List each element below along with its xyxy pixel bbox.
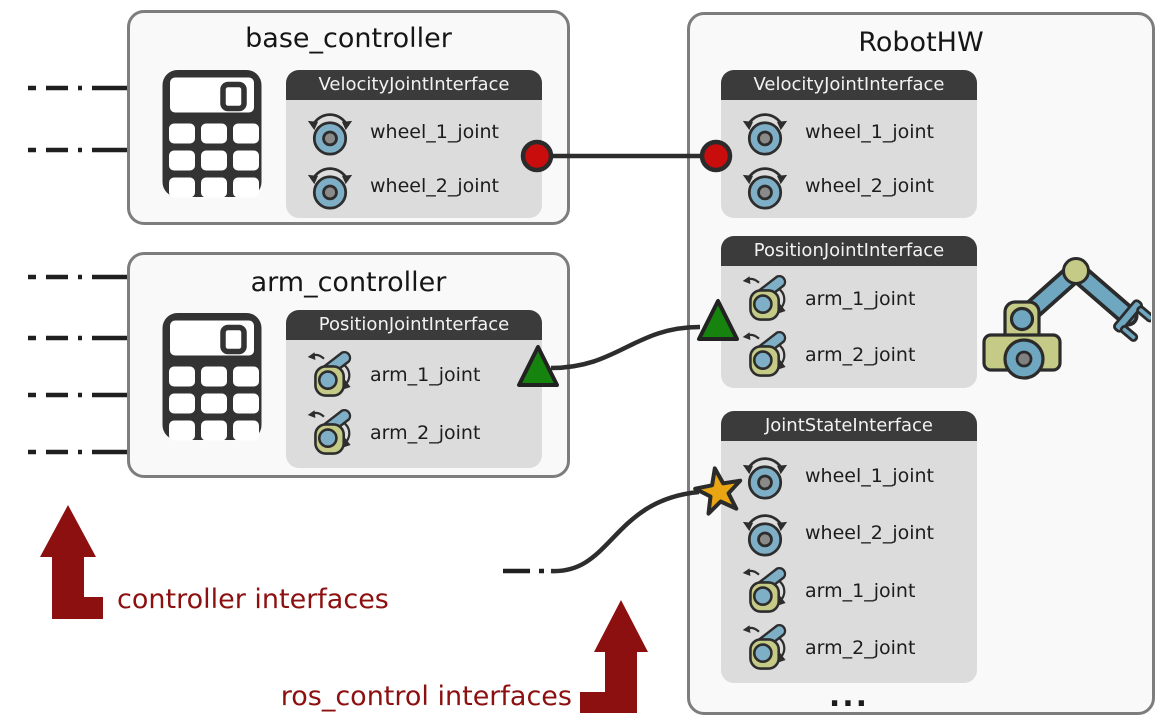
joint-label: arm_2_joint [805, 637, 916, 660]
interface-title: VelocityJointInterface [286, 70, 542, 100]
joint-row: wheel_1_joint [306, 107, 536, 157]
joint-row: arm_2_joint [306, 408, 536, 458]
interface-title: JointStateInterface [721, 411, 977, 441]
joint-row: wheel_1_joint [741, 107, 971, 157]
joint-label: wheel_1_joint [370, 120, 500, 143]
joint-row: wheel_2_joint [306, 161, 536, 211]
joint-row: arm_1_joint [741, 274, 971, 324]
ros-control-interfaces-arrow [580, 600, 648, 713]
wheel-joint-icon [741, 107, 789, 157]
position-connector-line [550, 324, 701, 371]
wheel-joint-icon [741, 451, 789, 501]
robot-arm-icon [981, 256, 1151, 386]
joint-row: wheel_1_joint [741, 451, 971, 501]
joint-label: wheel_2_joint [805, 175, 935, 198]
joint-label: arm_1_joint [805, 579, 916, 602]
wheel-joint-icon [306, 161, 354, 211]
wheel-joint-icon [741, 508, 789, 558]
joint-label: wheel_2_joint [805, 522, 935, 545]
arm-joint-icon [306, 350, 354, 400]
dashed-input-lines [28, 85, 127, 455]
interface-title: VelocityJointInterface [721, 70, 977, 100]
arm-controller-title: arm_controller [250, 267, 447, 298]
joint-row: arm_2_joint [741, 623, 971, 673]
more-interfaces-ellipsis: ... [828, 679, 870, 714]
arm-position-interface: PositionJointInterface arm_1_joint arm_2… [286, 310, 542, 468]
controller-calculator-icon [161, 68, 263, 199]
arm-joint-icon [741, 566, 789, 616]
base-controller-title: base_controller [245, 23, 452, 54]
joint-row: wheel_2_joint [741, 508, 971, 558]
robothw-box: RobotHW VelocityJointInterface wheel_1_j… [687, 12, 1155, 715]
state-connector-line [550, 489, 700, 574]
arm-joint-icon [306, 408, 354, 458]
joint-label: wheel_1_joint [805, 464, 935, 487]
joint-label: arm_2_joint [805, 344, 916, 366]
base-velocity-interface: VelocityJointInterface wheel_1_joint whe… [286, 70, 542, 218]
hw-jointstate-interface: JointStateInterface wheel_1_joint wheel_… [721, 411, 977, 683]
ros-control-interfaces-label: ros_control interfaces [280, 681, 572, 712]
joint-row: arm_1_joint [306, 350, 536, 400]
interface-title: PositionJointInterface [286, 310, 542, 340]
joint-row: arm_1_joint [741, 566, 971, 616]
joint-label: arm_1_joint [805, 288, 916, 310]
hw-position-interface: PositionJointInterface arm_1_joint arm_2… [721, 236, 977, 388]
wheel-joint-icon [741, 161, 789, 211]
controller-interfaces-label: controller interfaces [117, 584, 389, 615]
arm-joint-icon [741, 623, 789, 673]
joint-row: wheel_2_joint [741, 161, 971, 211]
controller-interfaces-arrow [40, 505, 103, 619]
interface-title: PositionJointInterface [721, 236, 977, 266]
arm-joint-icon [741, 274, 789, 324]
arm-controller-box: arm_controller PositionJointInterface ar… [127, 252, 570, 478]
joint-label: wheel_1_joint [805, 120, 935, 143]
robothw-title: RobotHW [858, 27, 984, 58]
controller-calculator-icon [161, 311, 263, 442]
arm-joint-icon [741, 330, 789, 380]
joint-label: arm_2_joint [370, 422, 481, 444]
joint-label: arm_1_joint [370, 364, 481, 386]
wheel-joint-icon [306, 107, 354, 157]
hw-velocity-interface: VelocityJointInterface wheel_1_joint whe… [721, 70, 977, 218]
base-controller-box: base_controller VelocityJointInterface w… [127, 10, 570, 225]
joint-row: arm_2_joint [741, 330, 971, 380]
joint-label: wheel_2_joint [370, 175, 500, 198]
